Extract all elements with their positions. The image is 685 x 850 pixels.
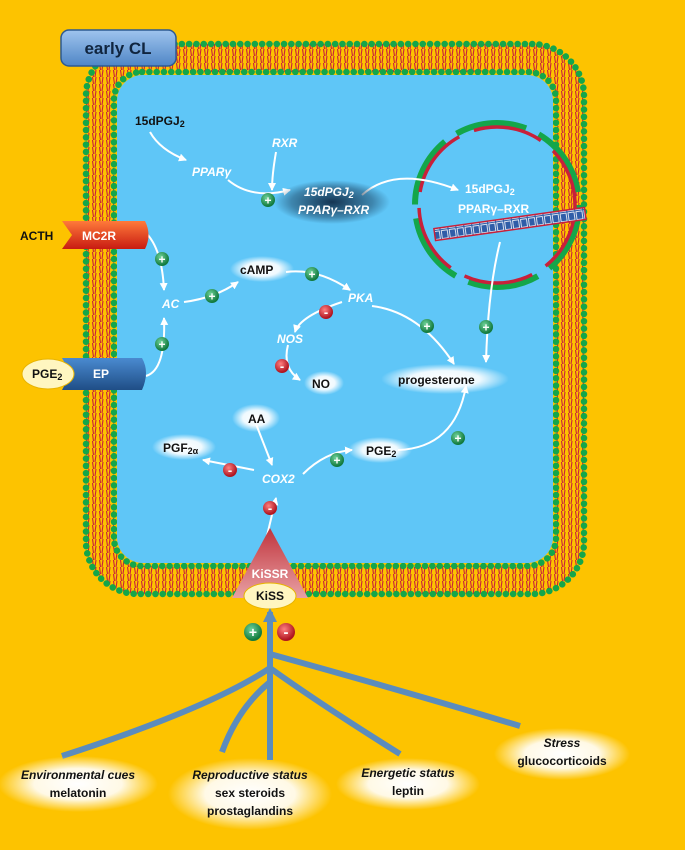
svg-text:+: + (482, 321, 489, 335)
complex-label-line1: 15dPGJ2 (304, 185, 354, 200)
minus-badge: - (319, 305, 333, 320)
svg-text:+: + (423, 320, 430, 334)
plus-badge: + (155, 252, 169, 267)
svg-text:+: + (333, 454, 340, 468)
svg-text:-: - (228, 463, 232, 478)
influence-reproductive-title: Reproductive status (192, 768, 308, 782)
nucleus (412, 120, 587, 290)
influence-energetic-line: leptin (392, 784, 424, 798)
pge2-label: PGE2 (366, 444, 396, 459)
minus-badge: - (223, 463, 237, 478)
plus-badge: + (205, 289, 219, 304)
mc2r-label: MC2R (82, 229, 116, 243)
influence-reproductive-line2: prostaglandins (207, 804, 293, 818)
nos-label: NOS (277, 332, 303, 346)
ac-label: AC (161, 297, 180, 311)
svg-text:-: - (324, 305, 328, 320)
ep-label: EP (93, 367, 109, 381)
svg-text:+: + (158, 338, 165, 352)
svg-text:-: - (280, 359, 284, 374)
complex-label-line2: PPARγ–RXR (298, 203, 369, 217)
cox2-label: COX2 (262, 472, 295, 486)
label-glows (152, 180, 509, 463)
influence-energetic-title: Energetic status (361, 766, 455, 780)
pgf2a-label: PGF2α (163, 441, 199, 456)
svg-text:+: + (249, 624, 257, 640)
plus-badge: + (451, 431, 465, 446)
minus-badge: - (263, 501, 277, 516)
plus-badge: + (420, 319, 434, 334)
svg-text:+: + (208, 290, 215, 304)
cell-membrane (82, 40, 588, 598)
influence-environmental-line: melatonin (50, 786, 107, 800)
cell-title: early CL (84, 39, 151, 58)
svg-text:+: + (308, 268, 315, 282)
rxr-label: RXR (272, 136, 298, 150)
svg-text:+: + (264, 194, 271, 208)
kissr-label: KiSSR (252, 567, 289, 581)
nuclear-complex-line1: 15dPGJ2 (465, 182, 515, 197)
kiss-label: KiSS (256, 589, 284, 603)
influence-environmental-title: Environmental cues (21, 768, 135, 782)
svg-text:+: + (454, 432, 461, 446)
acth-label: ACTH (20, 229, 53, 243)
ppar-label: PPARγ (192, 165, 232, 179)
cytoplasm (117, 75, 553, 563)
influence-stress-title: Stress (544, 736, 581, 750)
ep-receptor: EP (62, 358, 146, 390)
minus-badge: - (275, 359, 289, 374)
progesterone-label: progesterone (398, 373, 475, 387)
influence-tree (61, 608, 521, 760)
camp-label: cAMP (240, 263, 273, 277)
dna-strand (433, 206, 587, 242)
plus-badge: + (305, 267, 319, 282)
plus-badge: + (155, 337, 169, 352)
plus-badge: + (330, 453, 344, 468)
influence-stress-line: glucocorticoids (517, 754, 607, 768)
aa-label: AA (248, 412, 266, 426)
pge2-ext-label: PGE2 (32, 367, 62, 382)
plus-badge: + (261, 193, 275, 208)
plus-badge: + (244, 623, 262, 641)
influence-glows (0, 728, 630, 830)
title-tag: early CL (60, 29, 177, 67)
influence-reproductive-line1: sex steroids (215, 786, 285, 800)
kissr-receptor: KiSSR (232, 528, 308, 598)
nuclear-complex-line2: PPARγ–RXR (458, 202, 529, 216)
pka-label: PKA (348, 291, 373, 305)
mc2r-receptor: MC2R (62, 221, 149, 249)
svg-text:-: - (284, 624, 289, 641)
regulation-badges: + + + + + + + + + - - - - + - (155, 193, 493, 641)
plus-badge: + (479, 320, 493, 335)
no-label: NO (312, 377, 330, 391)
svg-text:-: - (268, 501, 272, 516)
pge2-ligand (21, 358, 75, 390)
pgj2-label: 15dPGJ2 (135, 114, 185, 129)
minus-badge: - (277, 623, 295, 641)
svg-text:+: + (158, 253, 165, 267)
